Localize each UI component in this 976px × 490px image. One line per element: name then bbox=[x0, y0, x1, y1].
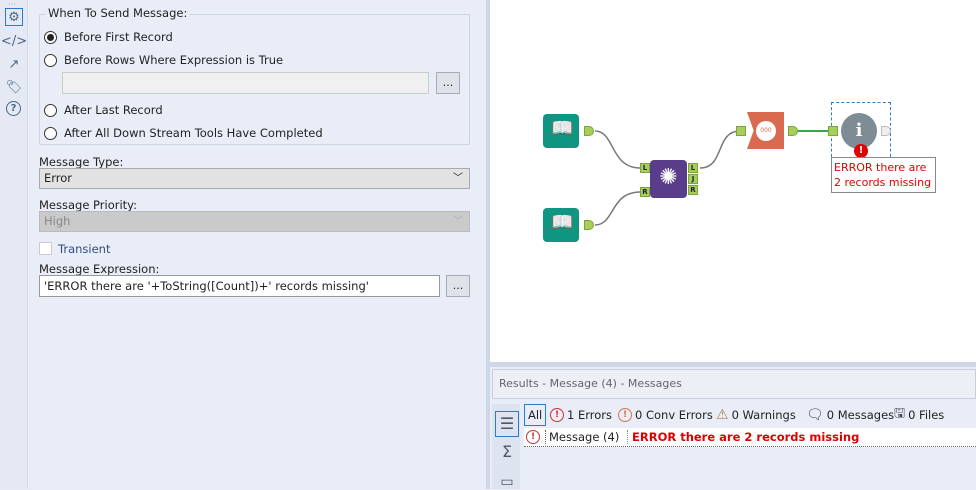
message-bubble-icon: 🗨 bbox=[806, 407, 824, 423]
output-anchor[interactable] bbox=[788, 126, 798, 136]
transient-label: Transient bbox=[58, 242, 111, 256]
error-badge-icon: ! bbox=[854, 144, 868, 158]
message-expression-label: Message Expression: bbox=[39, 262, 160, 276]
tag-icon[interactable]: 🏷 bbox=[5, 79, 23, 95]
error-icon: ! bbox=[550, 408, 564, 422]
radio-before-first-record[interactable]: Before First Record bbox=[44, 30, 173, 44]
count-records-tool[interactable]: 000 bbox=[747, 112, 784, 149]
tool-annotation: ERROR there are 2 records missing bbox=[831, 157, 936, 193]
list-view-icon[interactable]: ☰ bbox=[495, 411, 519, 437]
results-view-sidebar: ☰ Σ ▭ bbox=[492, 404, 520, 490]
filter-label: 0 Files bbox=[908, 408, 945, 422]
radio-button[interactable] bbox=[44, 103, 57, 117]
radio-before-rows-expression[interactable]: Before Rows Where Expression is True bbox=[44, 53, 283, 67]
when-to-send-title: When To Send Message: bbox=[46, 6, 190, 20]
message-expression-browse-button[interactable]: ... bbox=[446, 275, 470, 297]
radio-label: Before First Record bbox=[64, 30, 173, 44]
radio-button[interactable] bbox=[44, 126, 57, 140]
message-tool[interactable]: i bbox=[841, 113, 877, 149]
table-row[interactable]: ! Message (4) ERROR there are 2 records … bbox=[524, 428, 976, 447]
gear-icon[interactable]: ⚙ bbox=[5, 8, 23, 26]
save-file-icon: 🖫 bbox=[894, 406, 906, 421]
message-type-select[interactable]: Error ﹀ bbox=[39, 168, 470, 189]
filter-label: 0 Warnings bbox=[731, 408, 796, 422]
connection-icon[interactable]: ↗ bbox=[8, 56, 20, 72]
message-input-anchor[interactable] bbox=[828, 126, 838, 136]
radio-button[interactable] bbox=[44, 53, 57, 67]
filter-conv-errors[interactable]: !0 Conv Errors bbox=[618, 404, 713, 426]
results-splitter[interactable] bbox=[490, 362, 976, 367]
radio-label: Before Rows Where Expression is True bbox=[64, 53, 284, 67]
join-right-output-anchor[interactable]: R bbox=[688, 185, 698, 195]
counter-icon: 000 bbox=[756, 121, 776, 141]
join-left-input-anchor[interactable]: L bbox=[640, 163, 650, 173]
book-icon: 📖 bbox=[551, 212, 574, 233]
chevron-down-icon: ﹀ bbox=[453, 173, 463, 184]
filter-messages[interactable]: 🗨0 Messages bbox=[806, 404, 894, 426]
message-cell: ERROR there are 2 records missing bbox=[627, 430, 859, 444]
filter-label: 0 Messages bbox=[826, 408, 895, 422]
filter-warnings[interactable]: ⚠0 Warnings bbox=[716, 404, 796, 426]
connections bbox=[594, 130, 828, 226]
sigma-icon[interactable]: Σ bbox=[501, 442, 513, 461]
message-expression-input[interactable]: 'ERROR there are '+ToString([Count])+' r… bbox=[39, 275, 440, 297]
workflow-canvas[interactable]: 📖 📖 L R ✺ L J R 000 i ! ERROR there are … bbox=[490, 0, 976, 362]
output-anchor[interactable] bbox=[584, 126, 594, 136]
radio-label: After All Down Stream Tools Have Complet… bbox=[64, 126, 323, 140]
input-data-tool-1[interactable]: 📖 bbox=[543, 114, 579, 148]
transient-checkbox[interactable] bbox=[39, 242, 52, 255]
input-data-tool-2[interactable]: 📖 bbox=[543, 208, 579, 242]
filter-errors[interactable]: !1 Errors bbox=[550, 404, 612, 426]
conv-error-icon: ! bbox=[618, 408, 632, 422]
grip-handle[interactable]: ··· bbox=[8, 0, 16, 9]
connection-line bbox=[699, 130, 741, 169]
connection-line bbox=[594, 191, 641, 226]
rows-expression-input[interactable] bbox=[62, 72, 429, 94]
radio-after-downstream-complete[interactable]: After All Down Stream Tools Have Complet… bbox=[44, 126, 323, 140]
code-icon[interactable]: </> bbox=[0, 33, 28, 49]
join-icon: ✺ bbox=[659, 165, 678, 190]
warning-icon: ⚠ bbox=[716, 407, 729, 423]
error-icon: ! bbox=[526, 430, 540, 444]
when-to-send-group bbox=[39, 14, 470, 145]
tag-icon[interactable]: ▭ bbox=[500, 474, 514, 490]
output-anchor[interactable] bbox=[881, 126, 891, 136]
join-join-output-anchor[interactable]: J bbox=[688, 174, 698, 184]
radio-button[interactable] bbox=[44, 30, 57, 44]
connection-line bbox=[594, 130, 641, 169]
filter-label: 1 Errors bbox=[567, 408, 612, 422]
radio-label: After Last Record bbox=[64, 103, 163, 117]
filter-label: 0 Conv Errors bbox=[635, 408, 713, 422]
book-icon: 📖 bbox=[551, 118, 574, 139]
join-right-input-anchor[interactable]: R bbox=[640, 187, 650, 197]
message-type-label: Message Type: bbox=[39, 155, 124, 169]
output-anchor[interactable] bbox=[584, 220, 594, 230]
message-priority-select[interactable]: High ﹀ bbox=[39, 211, 470, 232]
selected-value: Error bbox=[44, 171, 73, 185]
tool-name-cell: Message (4) bbox=[545, 430, 627, 444]
count-input-anchor[interactable] bbox=[736, 126, 746, 136]
message-priority-label: Message Priority: bbox=[39, 198, 138, 212]
rows-expression-browse-button[interactable]: ... bbox=[436, 72, 460, 94]
filter-all[interactable]: All bbox=[524, 404, 547, 426]
join-tool[interactable]: ✺ bbox=[650, 160, 687, 198]
radio-after-last-record[interactable]: After Last Record bbox=[44, 103, 163, 117]
tool-sidebar: ··· ⚙ </> ↗ 🏷 ? bbox=[0, 0, 28, 489]
filter-files[interactable]: 🖫0 Files bbox=[894, 404, 944, 426]
selected-value: High bbox=[44, 214, 71, 228]
info-icon: i bbox=[855, 120, 863, 141]
results-title: Results - Message (4) - Messages bbox=[492, 369, 976, 399]
chevron-down-icon: ﹀ bbox=[453, 216, 463, 227]
join-left-output-anchor[interactable]: L bbox=[688, 163, 698, 173]
panel-splitter[interactable] bbox=[486, 0, 490, 489]
results-panel: Results - Message (4) - Messages ☰ Σ ▭ A… bbox=[490, 367, 976, 490]
help-icon[interactable]: ? bbox=[6, 101, 21, 116]
